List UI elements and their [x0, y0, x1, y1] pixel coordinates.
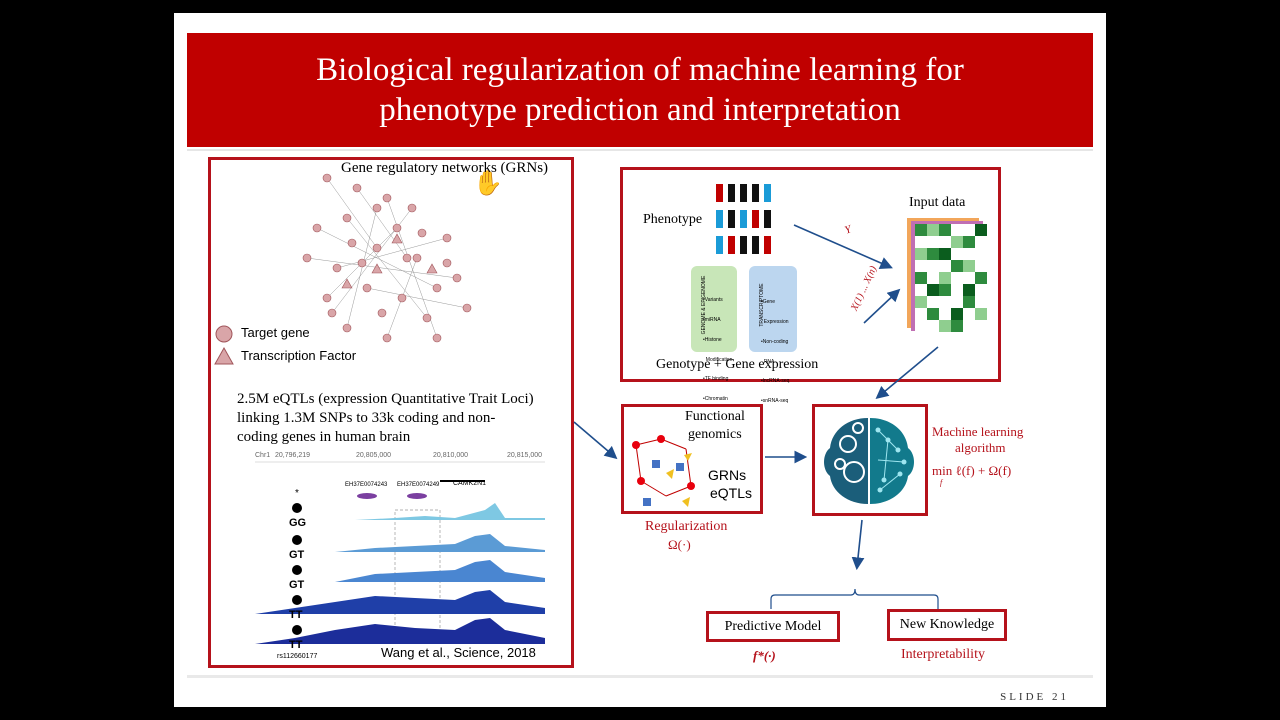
- ml-label-line-1: Machine learning: [932, 424, 1024, 439]
- snp-id: rs112660177: [277, 653, 318, 660]
- hand-cursor-icon: ✋: [473, 171, 503, 197]
- genome-item: Modification: [703, 356, 733, 363]
- transcriptome-item: Expression: [761, 318, 789, 325]
- genome-item: •TF binding: [703, 376, 729, 383]
- genome-card: GENOME & EPIGENOME •Variants •miRNA •His…: [691, 266, 737, 422]
- genome-item: •Histone: [703, 336, 722, 343]
- ml-algorithm-panel: [812, 404, 928, 516]
- transcriptome-item: •Gene: [761, 299, 775, 306]
- coord-3: 20,810,000: [433, 452, 469, 459]
- regularization-network: [632, 435, 695, 507]
- title-bar: Biological regularization of machine lea…: [187, 33, 1093, 147]
- ml-formula: min ℓ(f) + Ω(f): [932, 463, 1012, 478]
- eqtl-line-2: linking 1.3M SNPs to 33k coding and non-: [237, 410, 496, 426]
- genotype-5: TT: [289, 639, 303, 651]
- genome-item: •miRNA: [703, 316, 721, 323]
- interpretability-label: Interpretability: [901, 647, 985, 662]
- ml-label-line-2: algorithm: [955, 440, 1006, 455]
- citation: Wang et al., Science, 2018: [381, 645, 536, 660]
- functional-genomics-panel: Functional genomics GRNs eQTLs: [621, 404, 763, 514]
- enhancer-1: EH37E0074243: [345, 482, 388, 488]
- transcriptome-item: RNA: [761, 358, 775, 365]
- coord-2: 20,805,000: [356, 452, 392, 459]
- transcriptome-item: •lncRNA-seq: [761, 378, 790, 385]
- genotype-2: GT: [289, 549, 305, 561]
- transcriptome-item: •Non-coding: [761, 338, 789, 345]
- chr-label: Chr1: [255, 452, 271, 459]
- output-bracket: [770, 588, 939, 609]
- coord-1: 20,796,219: [275, 452, 311, 459]
- genotype-1: GG: [289, 517, 307, 529]
- eqtls-label: eQTLs: [710, 485, 753, 501]
- genome-item: •Variants: [703, 297, 723, 304]
- predictive-model-box: Predictive Model: [706, 611, 840, 642]
- functional-label: Functional: [685, 409, 745, 424]
- grns-label: GRNs: [708, 467, 747, 483]
- ml-formula-subscript: f: [940, 478, 943, 487]
- left-panel: Gene regulatory networks (GRNs): [208, 157, 574, 668]
- title-divider: [187, 149, 1093, 151]
- title-line-1: Biological regularization of machine lea…: [316, 52, 964, 88]
- footer-divider: [187, 675, 1093, 678]
- people-icons: [716, 184, 771, 254]
- arrow-ml-to-outputs: [851, 519, 865, 571]
- slide-number: SLIDE 21: [1000, 691, 1069, 703]
- transcriptome-item: •snRNA-seq: [761, 398, 789, 405]
- legend-transcription-factor: Transcription Factor: [241, 348, 357, 363]
- predictive-model-label: Predictive Model: [724, 618, 822, 634]
- y-label: Y: [843, 223, 853, 237]
- gene-label: CAMK2N1: [453, 480, 487, 487]
- grn-network: [302, 173, 472, 343]
- arrow-left-to-functional: [573, 421, 618, 460]
- coord-4: 20,815,000: [507, 452, 543, 459]
- input-data-matrix: [907, 218, 987, 332]
- phenotype-label: Phenotype: [643, 212, 703, 227]
- target-gene-icon: [215, 325, 233, 343]
- brain-icon: [824, 418, 914, 504]
- genotype-4: TT: [289, 609, 303, 621]
- eqtl-line-1: 2.5M eQTLs (expression Quantitative Trai…: [237, 391, 534, 407]
- title-line-2: phenotype prediction and interpretation: [379, 92, 901, 128]
- f-star-label: f*(·): [753, 648, 776, 663]
- regularization-omega: Ω(·): [668, 537, 691, 552]
- transcription-factor-icon: [214, 347, 234, 365]
- genomics-label: genomics: [688, 427, 742, 442]
- genome-tracks: [255, 461, 545, 644]
- transcriptome-card-items: •Gene Expression •Non-coding RNA •lncRNA…: [761, 286, 789, 418]
- new-knowledge-label: New Knowledge: [899, 617, 995, 632]
- genotype-caption: Genotype + Gene expression: [656, 357, 819, 372]
- new-knowledge-box: New Knowledge: [887, 609, 1007, 641]
- legend-target-gene: Target gene: [241, 325, 310, 340]
- enhancer-2: EH37E0074249: [397, 482, 440, 488]
- x-label: X(1) ... X(n): [849, 264, 880, 313]
- regularization-label: Regularization: [645, 519, 728, 534]
- genome-item: •Chromatin: [703, 396, 728, 403]
- genotype-3: GT: [289, 579, 305, 591]
- grn-title: Gene regulatory networks (GRNs): [341, 160, 549, 176]
- slide: Biological regularization of machine lea…: [174, 13, 1106, 707]
- snp-star: *: [295, 488, 299, 499]
- data-panel: Phenotype Input data Y X(1) ... X(n) GEN…: [620, 167, 1001, 422]
- input-data-label: Input data: [909, 195, 966, 210]
- transcriptome-card: TRANSCRIPTOME •Gene Expression •Non-codi…: [749, 266, 797, 404]
- eqtl-line-3: coding genes in human brain: [237, 429, 411, 445]
- slide-title: Biological regularization of machine lea…: [240, 50, 1040, 130]
